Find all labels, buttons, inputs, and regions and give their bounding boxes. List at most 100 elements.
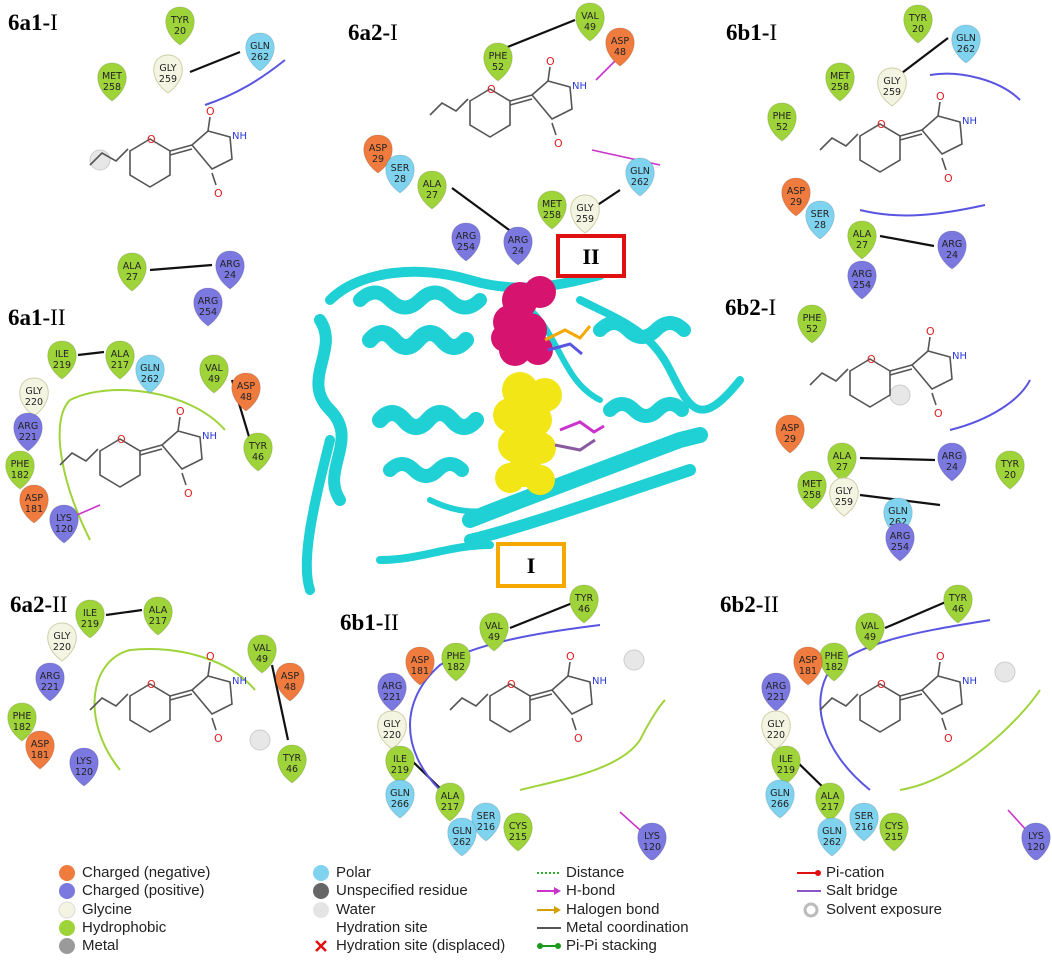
- legend-pipi: Pi-Pi stacking: [537, 937, 657, 955]
- legend: Charged (negative) Charged (positive) Gl…: [0, 860, 1052, 960]
- svg-text:ASP: ASP: [25, 493, 44, 504]
- svg-text:MET: MET: [102, 71, 122, 82]
- svg-text:46: 46: [952, 604, 964, 615]
- pocket-outline: [93, 648, 256, 771]
- svg-text:O: O: [554, 137, 563, 150]
- solvent-exposure: [994, 661, 1016, 683]
- svg-text:O: O: [944, 732, 953, 745]
- svg-text:ARG: ARG: [220, 259, 240, 270]
- svg-text:ALA: ALA: [441, 791, 460, 802]
- svg-text:PHE: PHE: [825, 651, 844, 662]
- legend-unspecified: Unspecified residue: [313, 882, 468, 900]
- svg-text:254: 254: [891, 542, 909, 553]
- svg-text:MET: MET: [830, 71, 850, 82]
- legend-metal-coordination: Metal coordination: [537, 919, 689, 936]
- svg-text:217: 217: [111, 360, 129, 371]
- svg-text:GLY: GLY: [767, 719, 784, 730]
- svg-text:GLN: GLN: [888, 506, 908, 517]
- svg-text:120: 120: [75, 767, 93, 778]
- svg-text:TYR: TYR: [574, 593, 594, 604]
- svg-text:221: 221: [383, 692, 401, 703]
- pocket-outline: [899, 689, 1041, 791]
- svg-text:VAL: VAL: [485, 621, 503, 632]
- svg-text:27: 27: [426, 190, 438, 201]
- svg-text:GLY: GLY: [835, 486, 852, 497]
- svg-text:ASP: ASP: [411, 655, 430, 666]
- svg-text:GLN: GLN: [452, 826, 472, 837]
- svg-text:NH: NH: [232, 676, 247, 687]
- svg-text:120: 120: [1027, 842, 1045, 853]
- svg-text:49: 49: [488, 632, 500, 643]
- svg-text:52: 52: [806, 324, 818, 335]
- svg-text:ILE: ILE: [83, 608, 97, 619]
- solvent-exposure: [889, 384, 911, 406]
- legend-salt-bridge: Salt bridge: [797, 882, 898, 899]
- svg-text:20: 20: [174, 26, 186, 37]
- svg-text:LYS: LYS: [644, 831, 660, 842]
- svg-text:SER: SER: [811, 209, 830, 220]
- svg-text:ARG: ARG: [766, 681, 786, 692]
- svg-text:219: 219: [53, 360, 71, 371]
- svg-text:49: 49: [208, 374, 220, 385]
- svg-text:MET: MET: [542, 199, 562, 210]
- svg-text:220: 220: [25, 397, 43, 408]
- svg-text:O: O: [934, 407, 943, 420]
- svg-text:ALA: ALA: [123, 261, 142, 272]
- svg-text:GLN: GLN: [390, 788, 410, 799]
- svg-text:O: O: [206, 650, 215, 663]
- svg-text:254: 254: [199, 307, 217, 318]
- svg-text:PHE: PHE: [803, 313, 822, 324]
- svg-text:221: 221: [41, 682, 59, 693]
- svg-text:O: O: [944, 172, 953, 185]
- svg-text:27: 27: [856, 240, 868, 251]
- svg-text:LYS: LYS: [76, 756, 92, 767]
- svg-text:182: 182: [13, 722, 31, 733]
- svg-text:181: 181: [31, 750, 49, 761]
- svg-text:ASP: ASP: [787, 186, 806, 197]
- svg-text:215: 215: [885, 832, 903, 843]
- svg-text:ILE: ILE: [779, 754, 793, 765]
- panel-title-6b1-II: 6b1-II: [340, 610, 399, 635]
- svg-text:O: O: [147, 133, 156, 146]
- svg-text:ARG: ARG: [890, 531, 910, 542]
- svg-text:CYS: CYS: [509, 821, 527, 832]
- svg-text:GLY: GLY: [53, 631, 70, 642]
- panel-title-6b2-I: 6b2-I: [725, 295, 777, 320]
- svg-text:215: 215: [509, 832, 527, 843]
- h-bond: [595, 57, 619, 81]
- site-1-box: [496, 542, 566, 588]
- svg-text:266: 266: [391, 799, 409, 810]
- svg-text:SER: SER: [855, 811, 874, 822]
- svg-text:220: 220: [383, 730, 401, 741]
- legend-water: Water: [313, 901, 375, 919]
- svg-text:120: 120: [55, 524, 73, 535]
- svg-text:52: 52: [776, 122, 788, 133]
- backbone-link: [499, 18, 576, 52]
- svg-text:GLN: GLN: [770, 788, 790, 799]
- backbone-link: [509, 598, 581, 630]
- svg-text:GLY: GLY: [25, 386, 42, 397]
- svg-text:VAL: VAL: [253, 643, 271, 654]
- pocket-outline: [409, 624, 601, 791]
